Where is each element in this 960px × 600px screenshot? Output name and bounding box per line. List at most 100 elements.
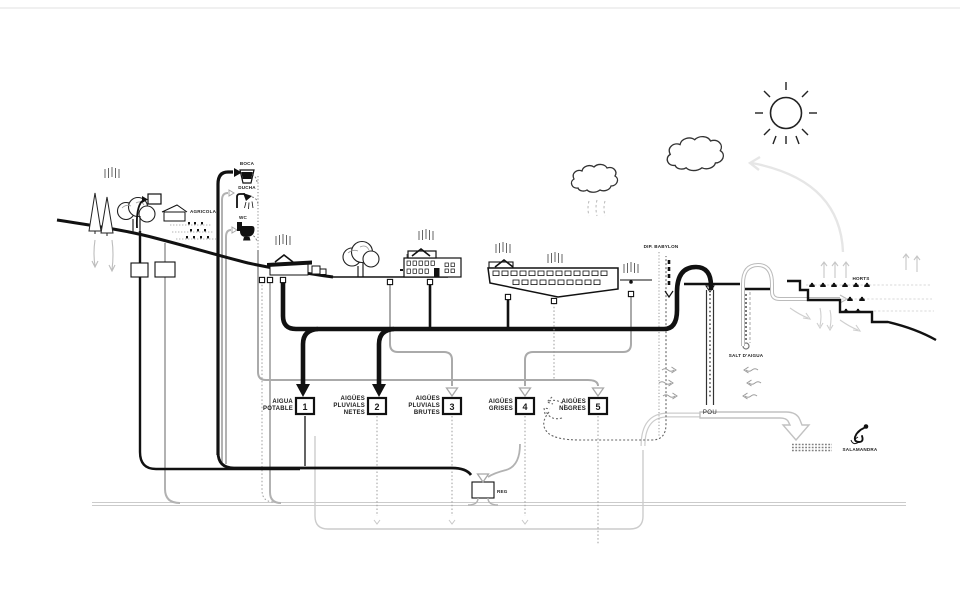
horts-label: HORTS xyxy=(852,276,869,281)
conifer-icon xyxy=(88,192,114,236)
rain-icon xyxy=(547,251,563,264)
box-drain-dotted xyxy=(261,281,599,545)
svg-text:GRISES: GRISES xyxy=(489,406,513,412)
building-house xyxy=(403,250,462,278)
filter-box xyxy=(130,262,149,278)
pump-assembly xyxy=(135,193,162,229)
dip-babylon-label: DIP. BABYLON xyxy=(644,244,679,249)
rain-icon xyxy=(418,228,434,241)
crop-rows xyxy=(170,222,216,240)
reg-box xyxy=(471,481,495,499)
grises-pipe xyxy=(524,297,632,386)
boca-label: BOCA xyxy=(240,161,255,166)
flow-3-number: 3 xyxy=(449,402,454,412)
svg-text:POTABLE: POTABLE xyxy=(263,406,293,412)
agricola-shed xyxy=(161,204,188,222)
flow-5-number: 5 xyxy=(595,402,600,412)
boca-arrow-icon xyxy=(234,168,242,177)
pump-arrow-icon xyxy=(142,196,148,203)
shower-icon xyxy=(236,193,254,210)
flow-5-label: AIGÜES xyxy=(561,398,586,405)
connector-icon xyxy=(258,276,266,284)
flow-2-number: 2 xyxy=(374,402,379,412)
flow-box-4: 4 AIGÜES GRISES xyxy=(488,396,536,416)
pou-label: POU xyxy=(703,410,717,416)
rain-icon xyxy=(104,166,120,179)
infiltration-arrows xyxy=(91,239,116,273)
agricola-label: AGRICOLA xyxy=(190,209,217,214)
flow-box-1: 1 AIGUA POTABLE xyxy=(263,396,316,416)
pou-well xyxy=(684,282,774,405)
svg-text:PLUVIALS: PLUVIALS xyxy=(408,403,440,409)
wc-label: WC xyxy=(239,215,248,220)
pump-box xyxy=(147,193,162,205)
sewage-trunk xyxy=(257,250,599,387)
drizzle-icon xyxy=(587,199,606,217)
building-long xyxy=(487,261,652,298)
reg-feed-pipe xyxy=(138,231,473,476)
pluvials-brutes-pipe xyxy=(389,284,453,386)
loop-arrow-icon xyxy=(521,519,529,525)
irrigation-tube xyxy=(640,412,702,447)
cloud-icon-large xyxy=(666,136,725,172)
connector-icon xyxy=(504,293,512,301)
pond-arrow-icon xyxy=(699,411,811,442)
greywater-loop xyxy=(543,256,667,441)
flow-3-label: AIGÜES xyxy=(415,395,440,402)
salt-daigua-label: SALT D'AIGUA xyxy=(729,353,764,358)
box5-arrow-icon xyxy=(591,387,605,397)
gray-supply-lines xyxy=(164,192,282,504)
flow-1-number: 1 xyxy=(302,402,307,412)
building-low xyxy=(267,260,327,276)
tree-icon-2 xyxy=(342,240,380,277)
box3-arrow-icon xyxy=(445,387,459,397)
pond xyxy=(792,443,832,452)
dip-babylon-line xyxy=(658,252,674,436)
ducha-label: DUCHA xyxy=(238,185,256,190)
loop-arrow-icon xyxy=(373,519,381,525)
reg-assembly xyxy=(467,443,521,506)
rain-icon xyxy=(495,241,511,254)
groundwater-line xyxy=(92,502,906,506)
reg-label: REG xyxy=(497,489,508,494)
well-lift-tube xyxy=(741,262,849,346)
roof-connectors xyxy=(428,282,555,380)
svg-text:PLUVIALS: PLUVIALS xyxy=(333,403,365,409)
salamander-icon xyxy=(850,424,869,445)
flow-4-label: AIGÜES xyxy=(488,398,513,405)
reg-arrow-icon xyxy=(476,473,490,483)
svg-text:NEGRES: NEGRES xyxy=(559,406,586,412)
flow-1-label: AIGUA xyxy=(272,399,293,405)
flow-4-number: 4 xyxy=(522,402,527,412)
main-water-pipe xyxy=(280,264,714,384)
horts-seep-arrows xyxy=(789,307,862,332)
salamandra-label: SALAMANDRA xyxy=(843,447,878,452)
filter-box xyxy=(154,261,176,278)
flow2-arrow-icon xyxy=(372,384,386,397)
flow-box-2: 2 AIGÜES PLUVIALS NETES xyxy=(333,395,388,416)
connector-icon xyxy=(627,290,635,298)
horts-terraces xyxy=(787,279,937,342)
connector-icon xyxy=(386,278,394,286)
evaporation-arrow xyxy=(747,155,845,253)
flow-box-5: 5 AIGÜES NEGRES xyxy=(559,396,609,416)
flow1-arrow-icon xyxy=(296,384,310,397)
connector-icon xyxy=(266,276,274,284)
rain-icon xyxy=(623,261,639,274)
connector-icon xyxy=(426,278,434,286)
cup-icon xyxy=(239,169,255,184)
box4-arrow-icon xyxy=(518,387,532,397)
cloud-icon-small xyxy=(570,163,619,193)
toilet-icon xyxy=(237,222,255,241)
sun-icon xyxy=(755,82,817,145)
wc-supply-arrow-icon xyxy=(231,226,238,234)
chevron-icon xyxy=(274,254,294,263)
connector-icon xyxy=(279,276,287,284)
loop-arrow-icon xyxy=(448,519,456,525)
bottom-loop xyxy=(314,436,644,530)
rain-icon xyxy=(275,233,291,246)
flow-2-label: AIGÜES xyxy=(340,395,365,402)
svg-text:BRUTES: BRUTES xyxy=(414,410,440,416)
